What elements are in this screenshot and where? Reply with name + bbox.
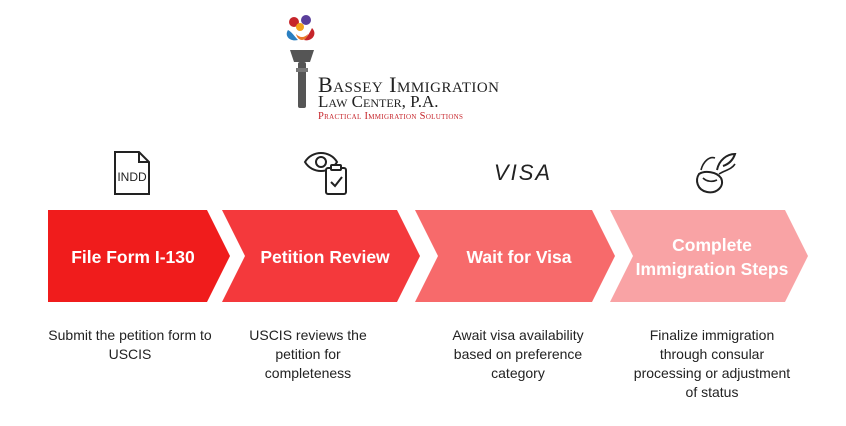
step-4-description: Finalize immigration through consular pr… [633, 327, 791, 400]
winged-shoe-icon [689, 148, 739, 198]
step-2-description: USCIS reviews the petition for completen… [249, 327, 367, 381]
indd-label: INDD [117, 170, 147, 184]
logo: Bassey Immigration Law Center, P.A. Prac… [280, 12, 580, 122]
chevron-step-4 [610, 210, 808, 302]
indd-file-icon: INDD [107, 148, 157, 198]
logo-title: Bassey Immigration [318, 72, 500, 97]
chevron-step-1 [48, 210, 230, 302]
step-4-label: Complete Immigration Steps [635, 234, 789, 279]
chevron-step-2 [222, 210, 420, 302]
logo-tagline: Practical Immigration Solutions [318, 111, 464, 122]
visa-label: VISA [493, 160, 553, 185]
step-2-label: Petition Review [260, 246, 390, 267]
step-3-description: Await visa availability based on prefere… [452, 327, 584, 381]
visa-icon: VISA [493, 148, 553, 198]
logo-subtitle: Law Center, P.A. [318, 92, 439, 111]
step-1-label: File Form I-130 [71, 246, 195, 267]
chevron-step-3 [415, 210, 615, 302]
torch-logo-icon [286, 15, 315, 108]
step-3-label: Wait for Visa [466, 246, 572, 267]
step-1-description: Submit the petition form to USCIS [48, 327, 212, 362]
eye-clipboard-icon [302, 148, 352, 198]
